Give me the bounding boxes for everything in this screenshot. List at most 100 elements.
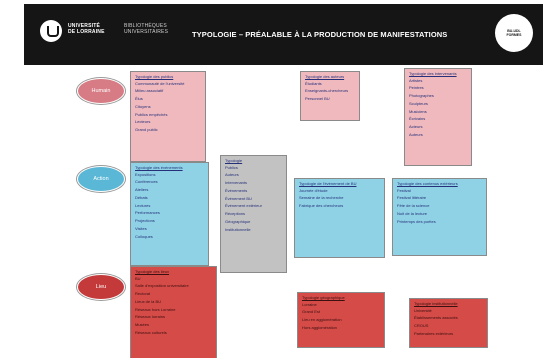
box-title: Typologie des lieux [135,269,170,274]
box-list-item: Publics [225,164,238,170]
box-list-item: Débats [135,194,148,200]
category-oval-action: Action [77,166,125,192]
box-title: Typologie institutionnelle [414,301,458,306]
box-list-item: Grand public [135,127,158,133]
box-lieux: Typologie des lieux BU Salle d'exposition… [130,266,217,360]
box-list-item: Auteurs [225,172,239,178]
box-title: Typologie des intervenants [409,71,457,76]
box-list-item: Projections [135,218,155,224]
box-list-item: Festival [397,187,411,193]
box-list-item: Visites [135,226,147,232]
header-badge: BU-UDL FORMES [495,14,533,52]
box-list-item: Réceptions [225,211,246,217]
box-list-item: Partenaires extérieurs [414,330,454,336]
box-list-item: Intervenants [225,180,248,186]
box-list-item: Établissements associés [414,315,458,321]
box-list-item: Hors agglomération [302,324,337,330]
box-list-item: Artistes [409,77,423,83]
box-list-item: Ateliers [135,187,149,193]
box-list-item: Rectorat [135,291,151,297]
box-list-item: Milieu associatif [135,88,164,94]
box-list-item: Réseaux lorrains [135,314,166,320]
box-list-item: Semaine de la recherche [299,195,344,201]
box-list-item: Personnel BU [305,96,330,102]
box-list-item: Fabrique des chercheurs [299,203,344,209]
box-title: Typologie des auteurs [305,74,345,79]
box-list-item: Expositions [135,171,156,177]
box-list-item: Journée d'étude [299,187,328,193]
box-list-item: Nuit de la lecture [397,210,428,216]
box-list-item: Citoyens [135,103,151,109]
box-list-item: Enseignants-chercheurs [305,88,349,94]
box-list-item: Lorraine [302,301,317,307]
box-list-item: Peintres [409,85,424,91]
box-list-item: Université [414,307,432,313]
university-logo-text: UNIVERSITÉ DE LORRAINE [68,23,105,35]
box-list-item: Réseaux culturels [135,330,167,336]
box-list-item: Grand Est [302,309,321,315]
box-list-item: Lectures [135,202,151,208]
box-evenement-bu: Typologie de l'évènement de BU Journée d… [294,178,385,258]
library-logo-text: BIBLIOTHÈQUES UNIVERSITAIRES [124,23,169,35]
box-title: Typologie des événements [135,165,183,170]
box-list-item: Institutionnelle [225,226,251,232]
category-oval-lieu: Lieu [77,274,125,300]
box-list-item: Auteurs [409,132,423,138]
box-list-item: Musiciens [409,108,427,114]
box-list-item: Colloques [135,233,153,239]
box-list-item: Communauté de l'université [135,80,185,86]
box-list-item: Événement extérieur [225,203,262,209]
box-list-item: Géographique [225,219,251,225]
box-list-item: BU [135,275,141,281]
box-list-item: Lieux de la BU [135,298,162,304]
category-oval-humain: Humain [77,78,125,104]
box-list-item: Élus [135,96,143,102]
header-banner: UNIVERSITÉ DE LORRAINE BIBLIOTHÈQUES UNI… [24,4,543,65]
box-list-item: Lieu en agglomération [302,317,342,323]
box-list-item: Réseaux hors Lorraine [135,306,176,312]
box-title: Typologie géographique [302,295,345,300]
box-title: Typologie des publics [135,74,174,79]
box-list-item: Conférences [135,179,158,185]
box-list-item: Fête de la science [397,203,430,209]
box-list-item: Performances [135,210,160,216]
box-list-item: Printemps des poètes [397,218,436,224]
box-list-item: Acteurs [409,124,423,130]
box-list-item: Événement BU [225,195,252,201]
page-edge [0,358,553,362]
box-list-item: Photographes [409,93,434,99]
box-list-item: Musées [135,322,150,328]
box-list-item: Salle d'exposition universitaire [135,283,189,289]
box-list-item: Écrivains [409,116,426,122]
box-title: Typologie de l'évènement de BU [299,181,357,186]
university-logo-icon [40,20,62,42]
box-list-item: Sculpteurs [409,100,428,106]
box-list-item: Publics empêchés [135,111,168,117]
box-list-item: Festival littéraire [397,195,427,201]
box-title: Typologie des contenus extérieurs [397,181,458,186]
box-list-item: Étudiants [305,80,322,86]
box-contenus-exterieurs: Typologie des contenus extérieurs Festiv… [392,178,487,256]
box-list-item: CROUS [414,323,429,329]
box-list-item: Événements [225,187,248,193]
box-publics: Typologie des publics Communauté de l'un… [130,71,206,162]
box-title: Typologie [225,158,243,163]
slide-title: TYPOLOGIE – PRÉALABLE À LA PRODUCTION DE… [192,30,448,39]
box-list-item: Lecteurs [135,119,151,125]
